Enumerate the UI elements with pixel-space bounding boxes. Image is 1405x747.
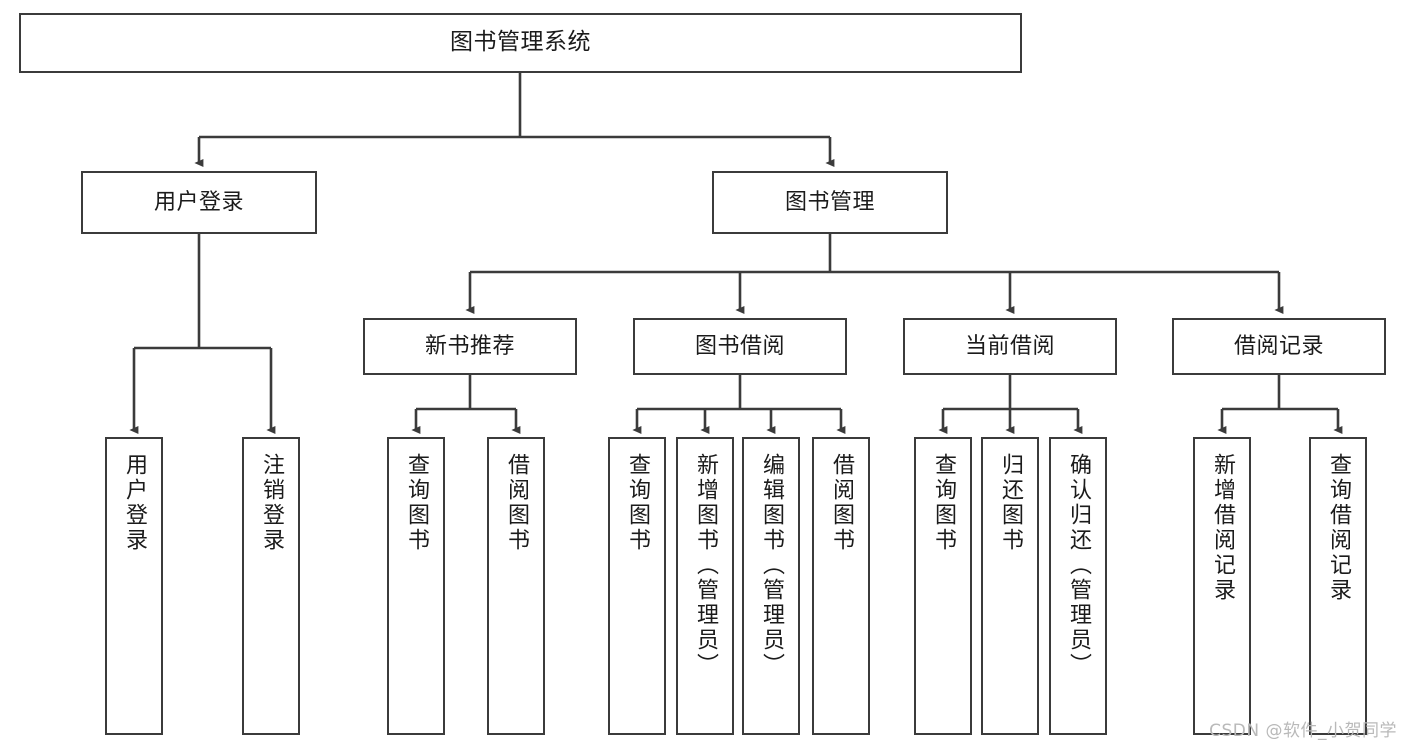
node-root-label: 图书管理系统: [450, 29, 591, 56]
node-leaf-query-book-3[interactable]: 查询图书: [914, 437, 972, 735]
node-new-book-recommend[interactable]: 新书推荐: [363, 318, 577, 375]
node-leaf-query-record-label: 查询借阅记录: [1325, 453, 1351, 603]
node-leaf-return-book-label: 归还图书: [997, 453, 1023, 553]
node-root[interactable]: 图书管理系统: [19, 13, 1022, 73]
node-book-borrow-label: 图书借阅: [694, 333, 785, 359]
node-leaf-logout-label: 注销登录: [258, 453, 284, 553]
node-book-manage-label: 图书管理: [784, 189, 875, 215]
node-leaf-query-book-1[interactable]: 查询图书: [387, 437, 445, 735]
node-leaf-user-login-label: 用户登录: [121, 453, 147, 553]
node-leaf-query-record[interactable]: 查询借阅记录: [1309, 437, 1367, 735]
node-leaf-edit-book-label: 编辑图书（管理员）: [758, 453, 784, 678]
node-leaf-borrow-book-2-label: 借阅图书: [828, 453, 854, 553]
node-new-book-recommend-label: 新书推荐: [424, 333, 515, 359]
node-current-borrow-label: 当前借阅: [964, 333, 1055, 359]
node-leaf-return-book[interactable]: 归还图书: [981, 437, 1039, 735]
node-borrow-record[interactable]: 借阅记录: [1172, 318, 1386, 375]
node-book-borrow[interactable]: 图书借阅: [633, 318, 847, 375]
node-leaf-user-login[interactable]: 用户登录: [105, 437, 163, 735]
node-borrow-record-label: 借阅记录: [1233, 333, 1324, 359]
node-user-login[interactable]: 用户登录: [81, 171, 317, 234]
node-leaf-add-record-label: 新增借阅记录: [1209, 453, 1235, 603]
node-leaf-add-book-label: 新增图书（管理员）: [692, 453, 718, 678]
node-leaf-query-book-2[interactable]: 查询图书: [608, 437, 666, 735]
node-leaf-query-book-1-label: 查询图书: [403, 453, 429, 553]
node-leaf-query-book-2-label: 查询图书: [624, 453, 650, 553]
node-leaf-logout[interactable]: 注销登录: [242, 437, 300, 735]
node-leaf-confirm-return-label: 确认归还（管理员）: [1065, 453, 1091, 678]
node-leaf-borrow-book-1[interactable]: 借阅图书: [487, 437, 545, 735]
node-current-borrow[interactable]: 当前借阅: [903, 318, 1117, 375]
node-leaf-edit-book[interactable]: 编辑图书（管理员）: [742, 437, 800, 735]
node-leaf-add-book[interactable]: 新增图书（管理员）: [676, 437, 734, 735]
node-leaf-borrow-book-2[interactable]: 借阅图书: [812, 437, 870, 735]
watermark-text: CSDN @软件_小贺同学: [1209, 721, 1397, 741]
node-leaf-confirm-return[interactable]: 确认归还（管理员）: [1049, 437, 1107, 735]
node-user-login-label: 用户登录: [153, 189, 244, 215]
node-book-manage[interactable]: 图书管理: [712, 171, 948, 234]
node-leaf-borrow-book-1-label: 借阅图书: [503, 453, 529, 553]
node-leaf-add-record[interactable]: 新增借阅记录: [1193, 437, 1251, 735]
node-leaf-query-book-3-label: 查询图书: [930, 453, 956, 553]
